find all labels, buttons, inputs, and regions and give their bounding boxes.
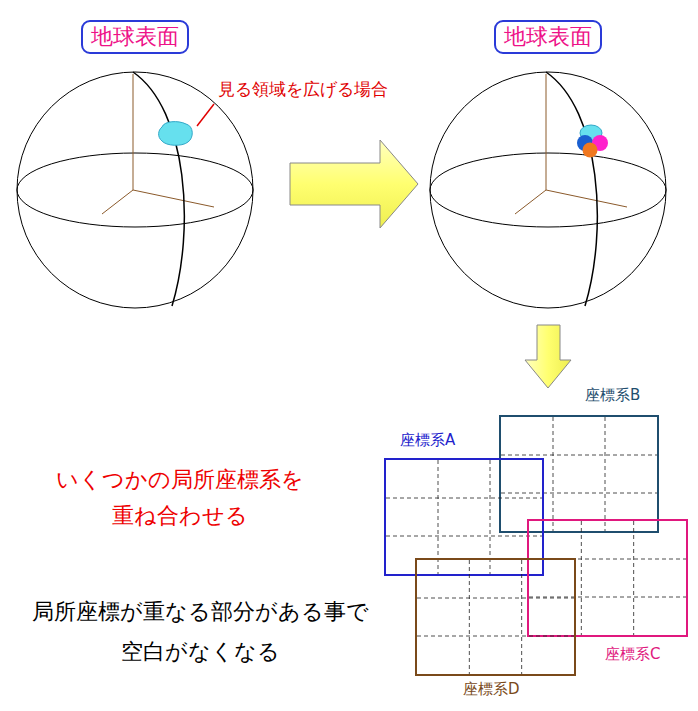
meridian — [546, 72, 597, 306]
axis-line — [515, 190, 546, 214]
grid-line — [386, 536, 542, 537]
frame-label: 座標系C — [605, 645, 660, 663]
grid-line — [417, 636, 574, 637]
grid-line — [469, 560, 470, 674]
grid-line — [386, 498, 542, 499]
grid-lines — [417, 560, 574, 674]
globe-left — [17, 72, 253, 308]
grid-line — [529, 597, 686, 598]
arrow-down — [525, 325, 571, 388]
axis-line — [546, 190, 627, 207]
grid-line — [605, 417, 606, 531]
note-text: 局所座標が重なる部分がある事で 空白がなくなる — [4, 592, 396, 672]
frame-label: 座標系A — [400, 431, 455, 449]
note-text: いくつかの局所座標系を 重ね合わせる — [30, 462, 330, 534]
leader-line — [197, 104, 214, 126]
title-text: 地球表面 — [91, 24, 179, 50]
frame-label: 座標系D — [463, 680, 520, 698]
axis-line — [133, 190, 214, 207]
globe-outline — [17, 72, 253, 308]
grid-line — [501, 493, 657, 494]
axis-line — [546, 74, 547, 190]
grid-line — [490, 460, 491, 574]
coordinate-frame: 座標系C — [527, 519, 688, 637]
grid-line — [553, 417, 554, 531]
coordinate-frame: 座標系D — [415, 558, 576, 676]
grid-lines — [529, 521, 686, 635]
grid-line — [581, 521, 582, 635]
meridian — [133, 72, 184, 306]
view-region — [583, 143, 598, 158]
title-box: 地球表面 — [81, 20, 189, 54]
grid-line — [633, 521, 634, 635]
grid-line — [417, 598, 574, 599]
grid-line — [501, 455, 657, 456]
arrow-right — [290, 140, 418, 228]
frame-label: 座標系B — [585, 386, 640, 404]
grid-line — [521, 560, 522, 674]
axis-line — [133, 74, 134, 190]
grid-lines — [501, 417, 657, 531]
globe-right — [430, 72, 666, 308]
callout-text: 見る領域を広げる場合 — [218, 78, 388, 100]
grid-lines — [386, 460, 542, 574]
coordinate-frame: 座標系B — [499, 415, 659, 533]
title-text: 地球表面 — [504, 24, 592, 50]
axis-line — [102, 190, 133, 214]
view-region — [159, 122, 193, 146]
equator — [430, 153, 666, 227]
title-box: 地球表面 — [494, 20, 602, 54]
equator — [17, 153, 253, 227]
globe-outline — [430, 72, 666, 308]
grid-line — [438, 460, 439, 574]
